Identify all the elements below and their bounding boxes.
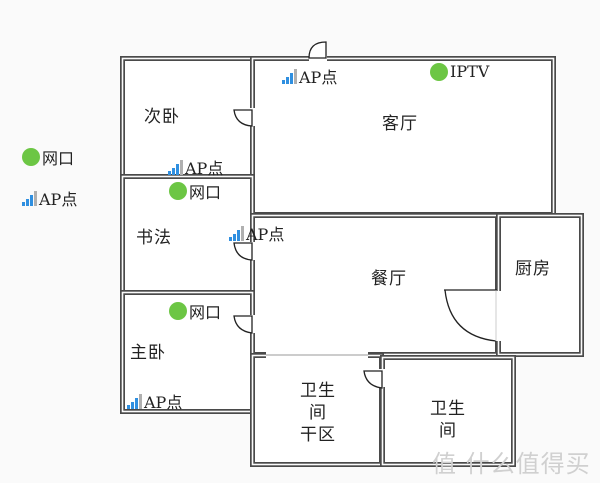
ap-signal-icon xyxy=(127,393,142,409)
room-living-room: 客厅 xyxy=(382,114,418,134)
room-study: 书法 xyxy=(136,228,172,248)
network-port-icon xyxy=(430,62,448,81)
port-master-bedroom: 网口 xyxy=(169,299,221,323)
iptv-port-living-room: IPTV xyxy=(430,62,489,81)
network-port-icon xyxy=(169,182,187,200)
legend-ap: AP点 xyxy=(22,186,77,210)
ap-signal-icon xyxy=(282,68,297,84)
ap-living-room: AP点 xyxy=(282,64,337,88)
room-bathroom: 卫生 间 xyxy=(428,398,468,442)
watermark: 值 什么值得买 xyxy=(432,450,591,478)
ap-study: AP点 xyxy=(229,221,284,245)
room-dining-room: 餐厅 xyxy=(371,269,407,289)
room-bathroom-line2: 间 xyxy=(439,421,457,441)
room-kitchen: 厨房 xyxy=(515,259,551,279)
legend-port-label: 网口 xyxy=(42,149,75,168)
port-study: 网口 xyxy=(169,179,221,203)
room-second-bedroom: 次卧 xyxy=(144,107,180,127)
ap-master-bedroom: AP点 xyxy=(127,389,182,413)
network-port-icon xyxy=(169,302,187,320)
ap-signal-icon xyxy=(229,225,244,241)
ap-signal-icon xyxy=(168,159,183,175)
ap-signal-icon xyxy=(22,190,37,206)
room-master-bedroom: 主卧 xyxy=(130,343,166,363)
legend-port: 网口 xyxy=(22,145,74,169)
legend-ap-label: AP点 xyxy=(39,190,78,209)
room-bathroom-dry-line3: 干区 xyxy=(300,425,336,445)
room-bathroom-dry-line1: 卫生 xyxy=(300,381,336,401)
room-bathroom-dry-area: 卫生 间 干区 xyxy=(298,380,338,446)
room-bathroom-line1: 卫生 xyxy=(430,399,466,419)
network-port-icon xyxy=(22,148,40,166)
ap-second-bedroom: AP点 xyxy=(168,155,223,179)
room-bathroom-dry-line2: 间 xyxy=(309,403,327,423)
